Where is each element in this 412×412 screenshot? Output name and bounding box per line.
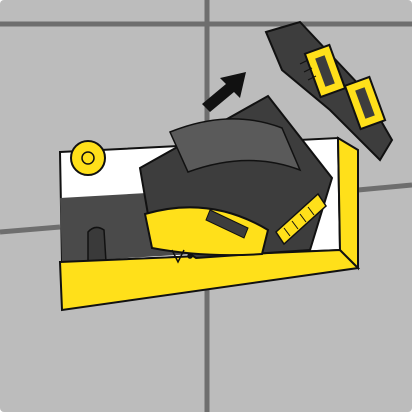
module-rack (275, 192, 327, 246)
yellow-frame-right (336, 136, 359, 271)
module-cylinder-face (168, 118, 302, 173)
mounting-bracket (87, 226, 107, 265)
flush-module (138, 94, 334, 264)
module-slot (205, 209, 249, 239)
valve-gear (70, 140, 106, 176)
tile-joint-horizontal-right (357, 182, 412, 193)
module-yellow-band (143, 206, 270, 257)
tile-joint-horizontal-left (0, 224, 61, 235)
hand-symbol-icon (171, 249, 193, 264)
insert-arrow-icon (202, 72, 246, 112)
top-clamp (264, 20, 394, 162)
